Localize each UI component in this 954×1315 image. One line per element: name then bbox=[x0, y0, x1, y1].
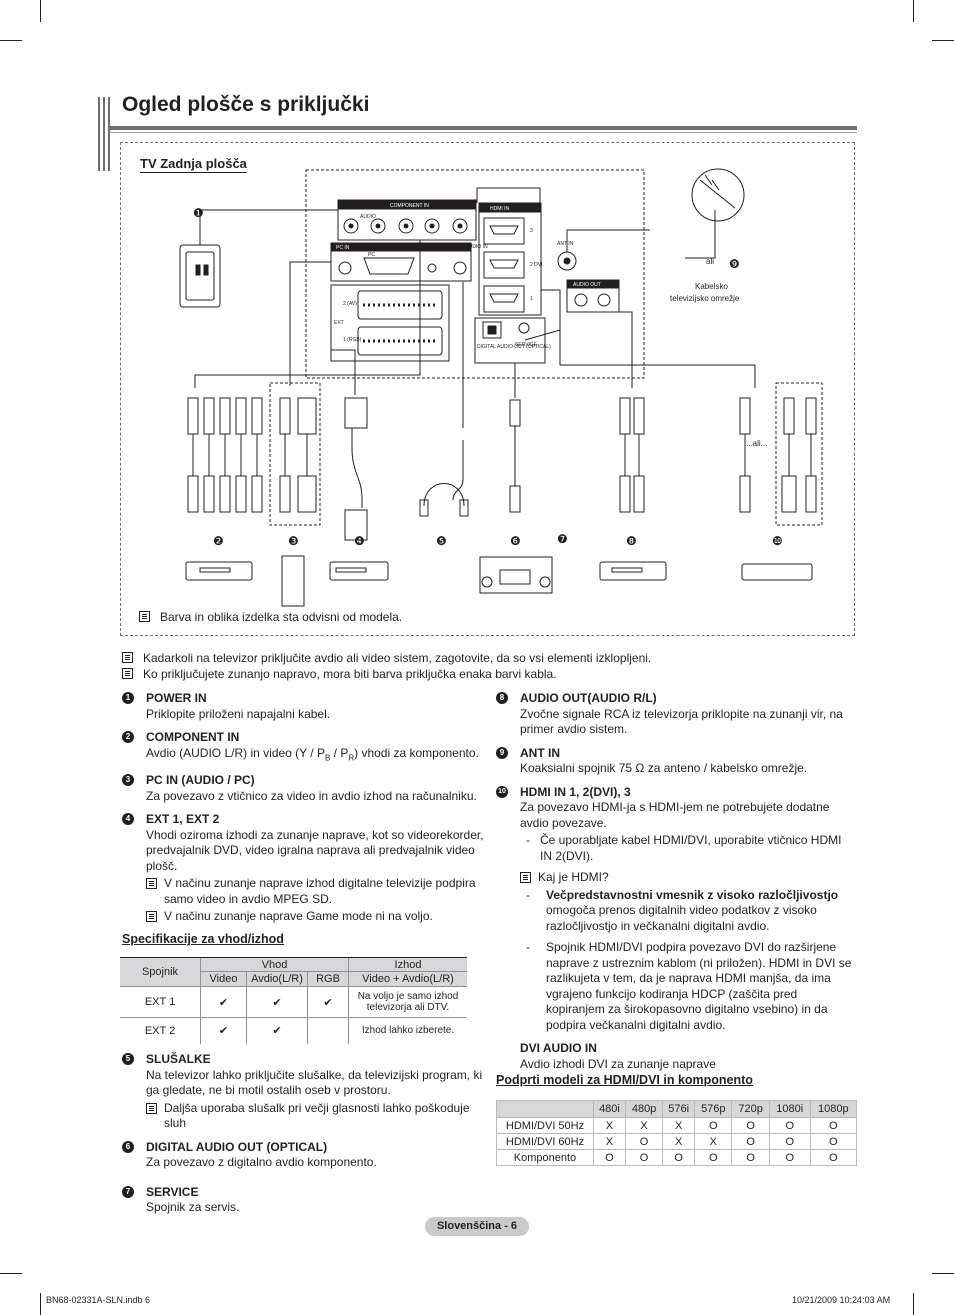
crop-mark bbox=[0, 40, 22, 41]
connection-diagram-frame bbox=[120, 142, 855, 636]
marker-2: ❷ bbox=[213, 534, 224, 548]
ext-scart-block bbox=[330, 284, 450, 362]
spec-table: Spojnik Vhod Izhod Video Avdio(L/R) RGB … bbox=[120, 957, 467, 1044]
footer-file: BN68-02331A-SLN.indb 6 bbox=[46, 1295, 151, 1305]
service-label: SERVICE bbox=[515, 342, 538, 348]
item-service: 7 SERVICE Spojnik za servis. bbox=[122, 1185, 484, 1216]
crop-mark bbox=[932, 1273, 954, 1274]
pc-tower-icon bbox=[281, 555, 305, 607]
general-note-2: Ko priključujete zunanjo napravo, mora b… bbox=[122, 666, 557, 682]
ext2-label: 2 (AV) bbox=[343, 301, 357, 307]
note-icon bbox=[146, 878, 157, 890]
ext1-label: 1 (RGB) bbox=[343, 337, 362, 343]
crop-mark bbox=[40, 0, 41, 22]
audio-label: AUDIO bbox=[360, 214, 376, 220]
marker-5: ❺ bbox=[436, 534, 447, 548]
component-cable bbox=[187, 397, 263, 513]
hdmi-cable bbox=[739, 397, 751, 435]
note-icon bbox=[146, 1102, 157, 1114]
spec-title: Specifikacije za vhod/izhod bbox=[122, 932, 284, 946]
audio-system-icon bbox=[479, 556, 553, 594]
marker-3: ❸ bbox=[288, 534, 299, 548]
antenna-icon bbox=[691, 168, 745, 222]
pc-cable-group bbox=[269, 382, 321, 526]
item-hdmi-in: 10 HDMI IN 1, 2(DVI), 3 Za povezavo HDMI… bbox=[496, 785, 856, 1073]
note-icon bbox=[520, 872, 531, 883]
audio-out-label: AUDIO OUT bbox=[573, 282, 601, 288]
optical-cable bbox=[509, 399, 521, 427]
kabelsko-label-2: televizijsko omrežje bbox=[670, 294, 740, 303]
footer-timestamp: 10/21/2009 10:24:03 AM bbox=[792, 1295, 891, 1305]
hdmi-table-title: Podprti modeli za HDMI/DVI in komponento bbox=[496, 1073, 753, 1087]
component-in-label: COMPONENT IN bbox=[390, 203, 429, 209]
item-audio-out: 8 AUDIO OUT(AUDIO R/L) Zvočne signale RC… bbox=[496, 691, 856, 738]
hdmi-support-table: 480i 480p 576i 576p 720p 1080i 1080p HDM… bbox=[496, 1100, 858, 1166]
crop-mark bbox=[0, 1273, 22, 1274]
item-power-in: 1 POWER IN Priklopite priloženi napajaln… bbox=[122, 691, 484, 722]
marker-4: ❹ bbox=[354, 534, 365, 548]
ext-label: EXT bbox=[334, 320, 344, 326]
note-icon bbox=[122, 652, 133, 663]
set-top-box-icon bbox=[741, 563, 813, 581]
left-column: 1 POWER IN Priklopite priloženi napajaln… bbox=[122, 691, 484, 933]
marker-8: ❽ bbox=[626, 534, 637, 548]
crop-mark bbox=[40, 1293, 41, 1315]
audio-out-cable bbox=[619, 397, 631, 435]
dvd-recorder-icon bbox=[599, 561, 667, 581]
item-ext: 4 EXT 1, EXT 2 Vhodi oziroma izhodi za z… bbox=[122, 812, 484, 925]
pc-in-label: PC IN bbox=[336, 245, 350, 251]
title-rule bbox=[110, 126, 857, 130]
pc-label: PC bbox=[368, 252, 375, 258]
hdmi-port3-label: 3 bbox=[530, 228, 533, 234]
hdmi-table-corner bbox=[496, 1100, 594, 1118]
vcr-icon bbox=[329, 561, 389, 581]
note-icon bbox=[139, 611, 150, 622]
marker-10: ❿ bbox=[772, 534, 783, 548]
hdmi-in-label: HDMI IN bbox=[490, 206, 510, 212]
left-column-2: 5 SLUŠALKE Na televizor lahko priključit… bbox=[122, 1052, 484, 1224]
scart-cable bbox=[344, 397, 368, 508]
title-decoration bbox=[98, 97, 110, 171]
optical-service-block bbox=[474, 317, 546, 364]
ali-label-2: ...ali... bbox=[746, 439, 767, 448]
marker-1: ❶ bbox=[193, 206, 204, 220]
back-panel-outline bbox=[305, 169, 645, 379]
item-component-in: 2 COMPONENT IN Avdio (AUDIO L/R) in vide… bbox=[122, 730, 484, 765]
headphones-icon bbox=[423, 483, 465, 507]
item-digital-audio-out: 6 DIGITAL AUDIO OUT (OPTICAL) Za povezav… bbox=[122, 1140, 484, 1171]
crop-mark bbox=[932, 40, 954, 41]
hdmi-port2-label: 2 DVI bbox=[530, 262, 543, 268]
connection-diagram: COMPONENT IN PC IN HDMI IN AUDIO OUT AUD… bbox=[179, 168, 823, 607]
marker-9: ❾ bbox=[729, 257, 740, 271]
general-note-1: Kadarkoli na televizor priključite avdio… bbox=[122, 650, 651, 666]
ali-label: ali bbox=[706, 257, 714, 266]
hdmi-port1-label: 1 bbox=[530, 296, 533, 302]
note-icon bbox=[146, 911, 157, 923]
dvd-player-icon bbox=[185, 561, 253, 581]
ant-in-label: ANT IN bbox=[557, 241, 574, 247]
item-headphones: 5 SLUŠALKE Na televizor lahko priključit… bbox=[122, 1052, 484, 1132]
page-number: Slovenščina - 6 bbox=[425, 1217, 529, 1236]
item-ant-in: 9 ANT IN Koaksialni spojnik 75 Ω za ante… bbox=[496, 746, 856, 777]
diagram-note: Barva in oblika izdelka sta odvisni od m… bbox=[139, 609, 402, 625]
hdmi-dvi-cable-group bbox=[775, 382, 823, 526]
note-icon bbox=[122, 668, 133, 679]
crop-mark bbox=[913, 0, 914, 22]
tv-panel-label: TV Zadnja plošča bbox=[140, 156, 247, 173]
dvi-audio-in-label: DVI AUDIO IN bbox=[456, 244, 488, 250]
item-pc-in: 3 PC IN (AUDIO / PC) Za povezavo z vtičn… bbox=[122, 773, 484, 804]
marker-6: ❻ bbox=[510, 534, 521, 548]
right-column: 8 AUDIO OUT(AUDIO R/L) Zvočne signale RC… bbox=[496, 691, 856, 1080]
marker-7: ❼ bbox=[557, 532, 568, 546]
page-title: Ogled plošče s priključki bbox=[122, 93, 370, 116]
crop-mark bbox=[913, 1293, 914, 1315]
digital-audio-out-label: DIGITAL AUDIO OUT (OPTICAL) bbox=[477, 344, 551, 350]
kabelsko-label: Kabelsko bbox=[695, 282, 728, 291]
title-rule-thin bbox=[110, 132, 857, 133]
